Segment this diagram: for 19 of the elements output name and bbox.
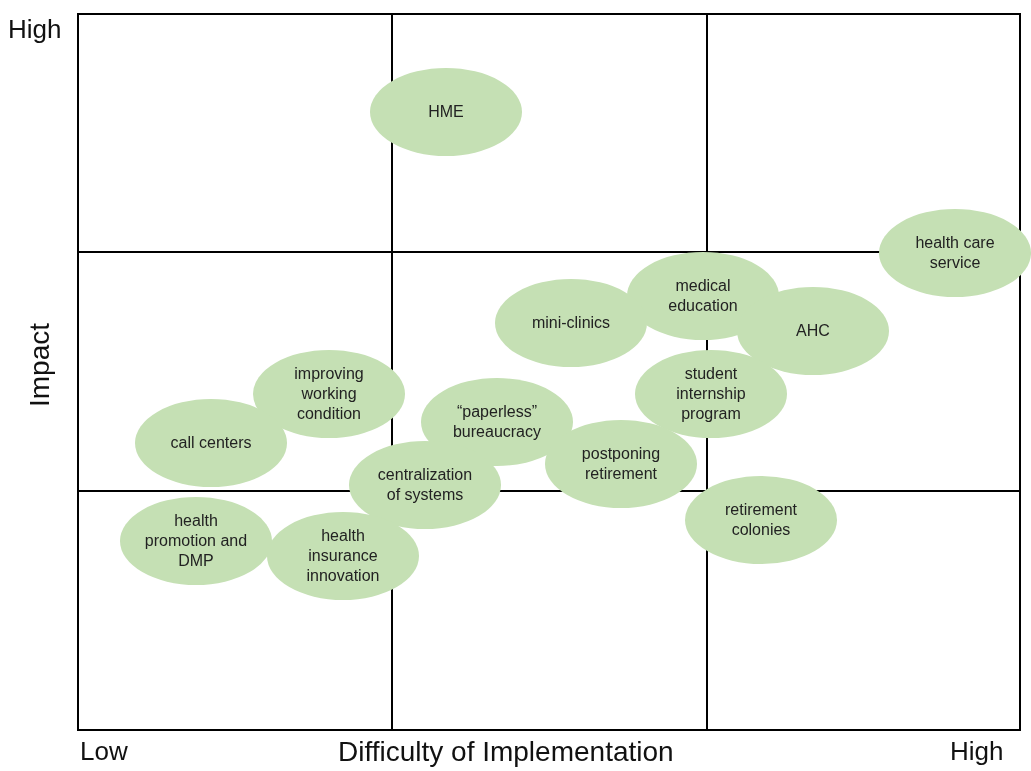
axis-title: Difficulty of Implementation bbox=[338, 736, 674, 768]
bubble-label: “paperless” bureaucracy bbox=[451, 402, 542, 442]
axis-end-label: Low bbox=[80, 736, 128, 767]
axis-end-label: High bbox=[8, 14, 62, 45]
axis-end-label: High bbox=[950, 736, 1004, 767]
bubble-label: retirement colonies bbox=[724, 500, 798, 540]
bubble-label: health insurance innovation bbox=[305, 526, 381, 586]
bubble-label: medical education bbox=[667, 276, 739, 316]
axis-title: Impact bbox=[24, 323, 56, 407]
bubble-label: HME bbox=[427, 102, 465, 122]
bubble-label: health promotion and DMP bbox=[144, 511, 248, 571]
bubble-label: postponing retirement bbox=[580, 444, 662, 484]
bubble-label: student internship program bbox=[675, 364, 747, 424]
bubble-label: improving working condition bbox=[293, 364, 365, 424]
bubble-label: health care service bbox=[914, 233, 996, 273]
bubble-label: mini-clinics bbox=[530, 313, 612, 333]
bubble-label: call centers bbox=[169, 433, 253, 453]
bubble-label: AHC bbox=[795, 321, 831, 341]
bubble-label: centralization of systems bbox=[376, 465, 474, 505]
